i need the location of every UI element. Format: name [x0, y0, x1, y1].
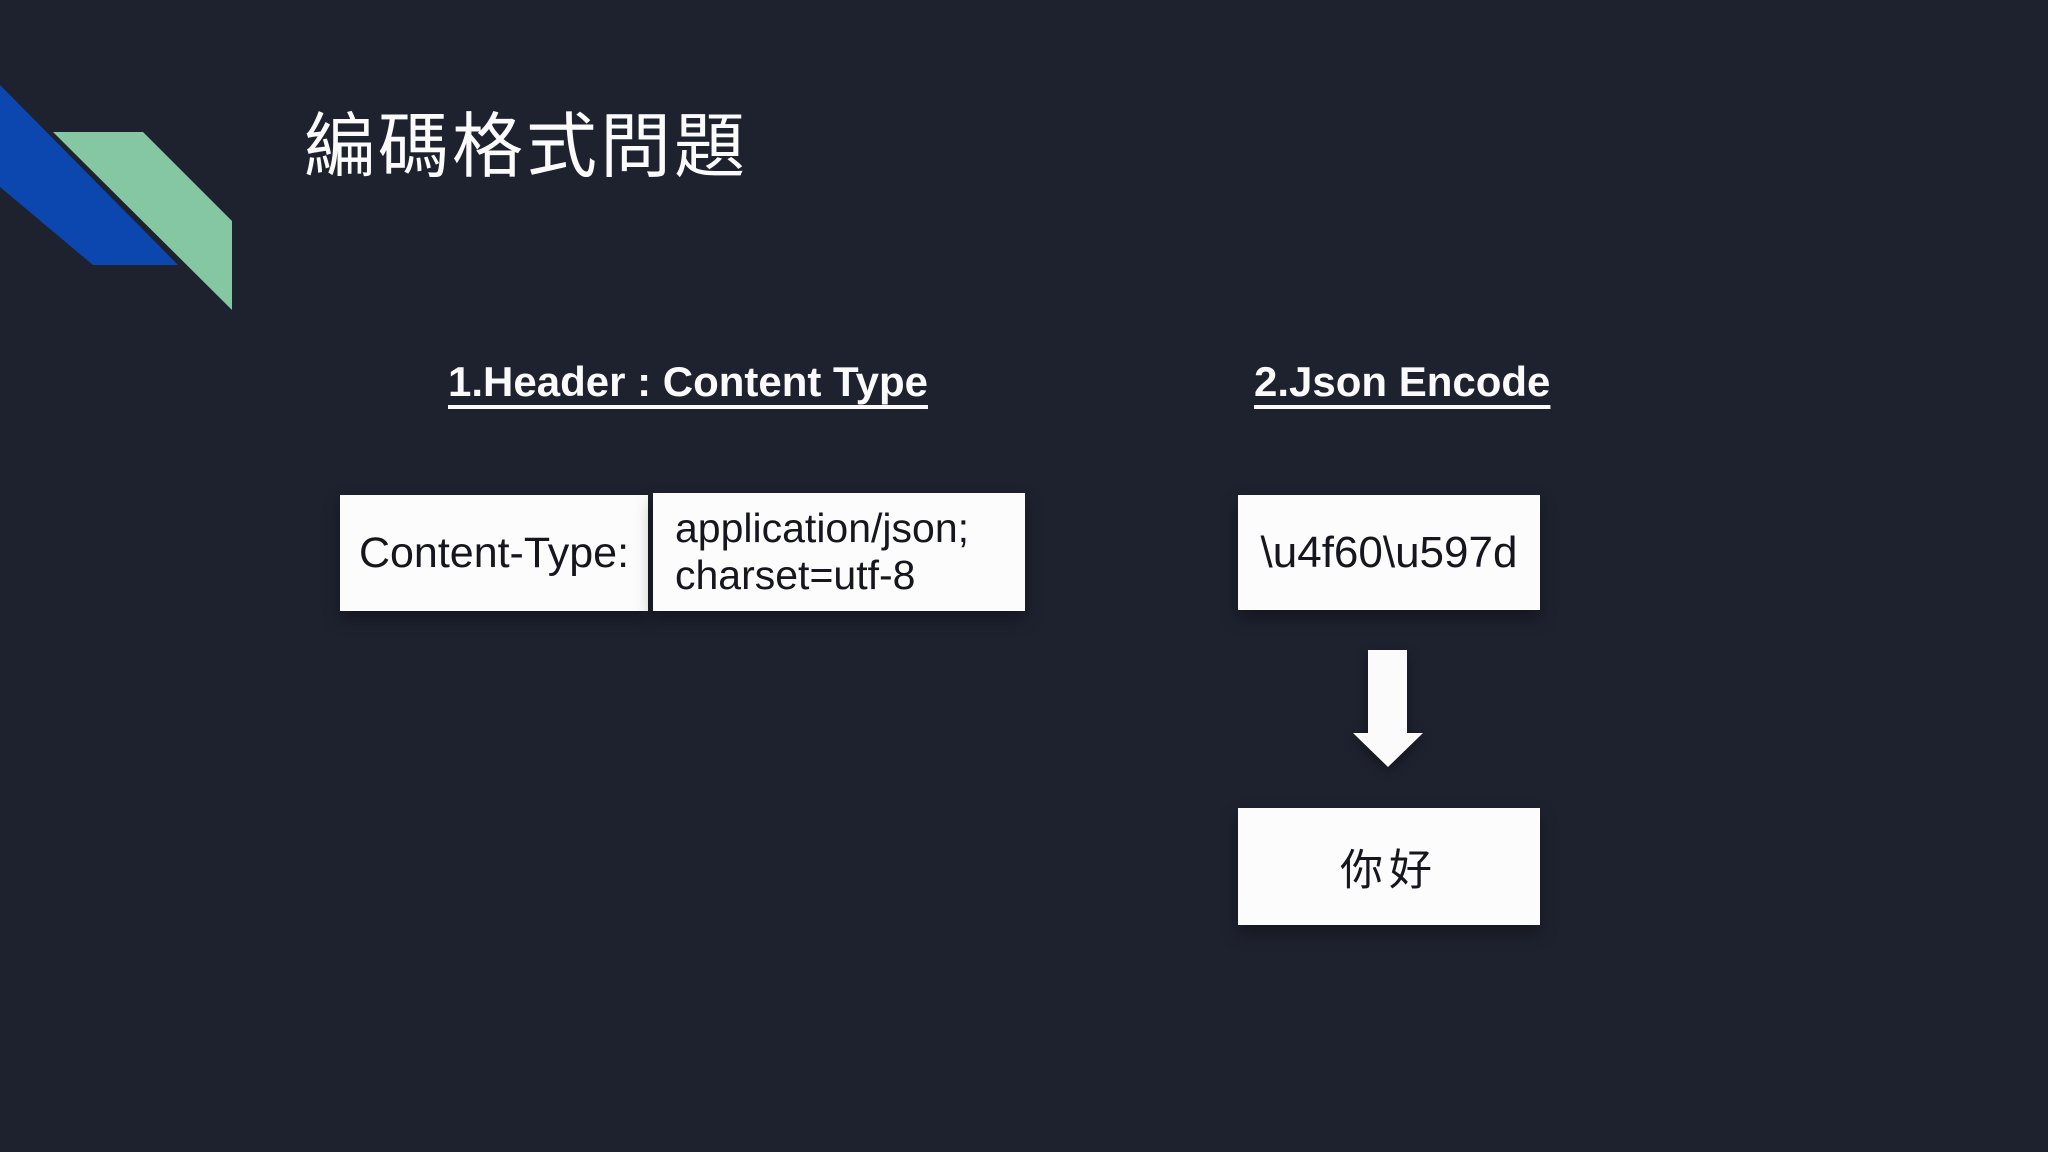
json-encoded-box: \u4f60\u597d [1238, 495, 1540, 610]
ribbon-green-shape [53, 132, 232, 310]
content-type-value-line2: charset=utf-8 [675, 552, 916, 598]
json-decoded-value: 你好 [1340, 846, 1438, 895]
section-heading-json-encode: 2.Json Encode [1254, 358, 1551, 405]
content-type-value-line1: application/json; [675, 504, 970, 551]
json-encoded-value: \u4f60\u597d [1260, 527, 1518, 577]
slide-title: 編碼格式問題 [304, 108, 749, 187]
down-arrow-icon [1353, 650, 1423, 767]
corner-ribbon-decoration [0, 85, 232, 310]
ribbon-blue-shape [0, 85, 178, 265]
content-type-value-box: application/json; charset=utf-8 [653, 493, 1025, 611]
section-heading-header-content-type: 1.Header : Content Type [448, 358, 928, 405]
content-type-key-box: Content-Type: [340, 495, 648, 611]
content-type-key-label: Content-Type: [358, 528, 630, 577]
json-decoded-box: 你好 [1238, 808, 1540, 925]
